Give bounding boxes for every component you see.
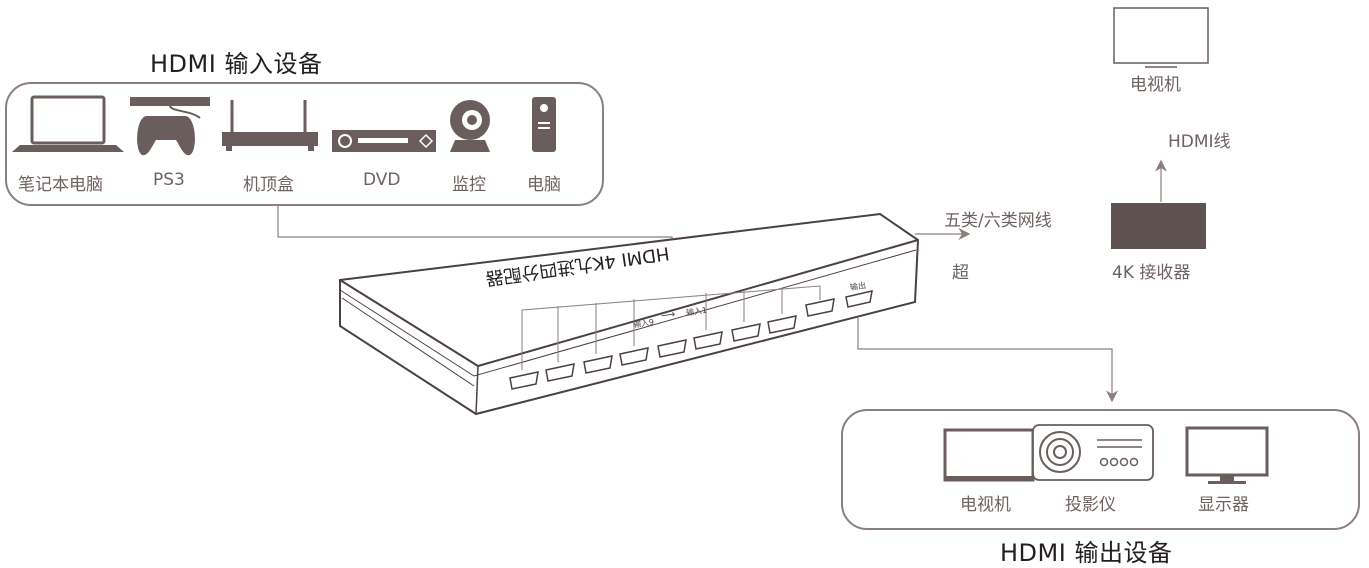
port-arrow-icon: ⟶ xyxy=(660,309,677,322)
receiver-box xyxy=(1111,203,1206,249)
output-label-projector: 投影仪 xyxy=(1065,495,1116,515)
receiver-label: 4K 接收器 xyxy=(1112,263,1191,283)
laptop-icon xyxy=(12,95,124,152)
output-group-title: HDMI 输出设备 xyxy=(1000,539,1173,567)
extender-side-label: 超 xyxy=(952,263,969,283)
device-label-computer: 电脑 xyxy=(527,175,561,195)
ps3-console-icon xyxy=(130,97,210,156)
output-label-tv: 电视机 xyxy=(960,495,1011,515)
input-group-title: HDMI 输入设备 xyxy=(150,50,323,78)
device-label-monitoring: 监控 xyxy=(452,175,486,195)
set-top-box-icon xyxy=(222,100,318,151)
device-label-set-top-box: 机顶盒 xyxy=(243,175,294,195)
device-label-dvd: DVD xyxy=(363,170,401,190)
dvd-player-icon xyxy=(332,130,436,152)
output-label-monitor: 显示器 xyxy=(1198,495,1249,515)
top-tv-label: 电视机 xyxy=(1130,75,1181,95)
network-cable-label: 五类/六类网线 xyxy=(944,211,1052,231)
hdmi-switch-device xyxy=(339,212,920,416)
pc-tower-icon xyxy=(532,97,556,152)
camera-icon xyxy=(450,100,490,152)
device-label-ps3: PS3 xyxy=(153,170,185,190)
device-label-laptop: 笔记本电脑 xyxy=(18,175,103,195)
port-label-output: 输出 xyxy=(849,280,867,293)
hdmi-cable-label: HDMI线 xyxy=(1168,132,1231,152)
tv-icon xyxy=(1113,7,1209,68)
